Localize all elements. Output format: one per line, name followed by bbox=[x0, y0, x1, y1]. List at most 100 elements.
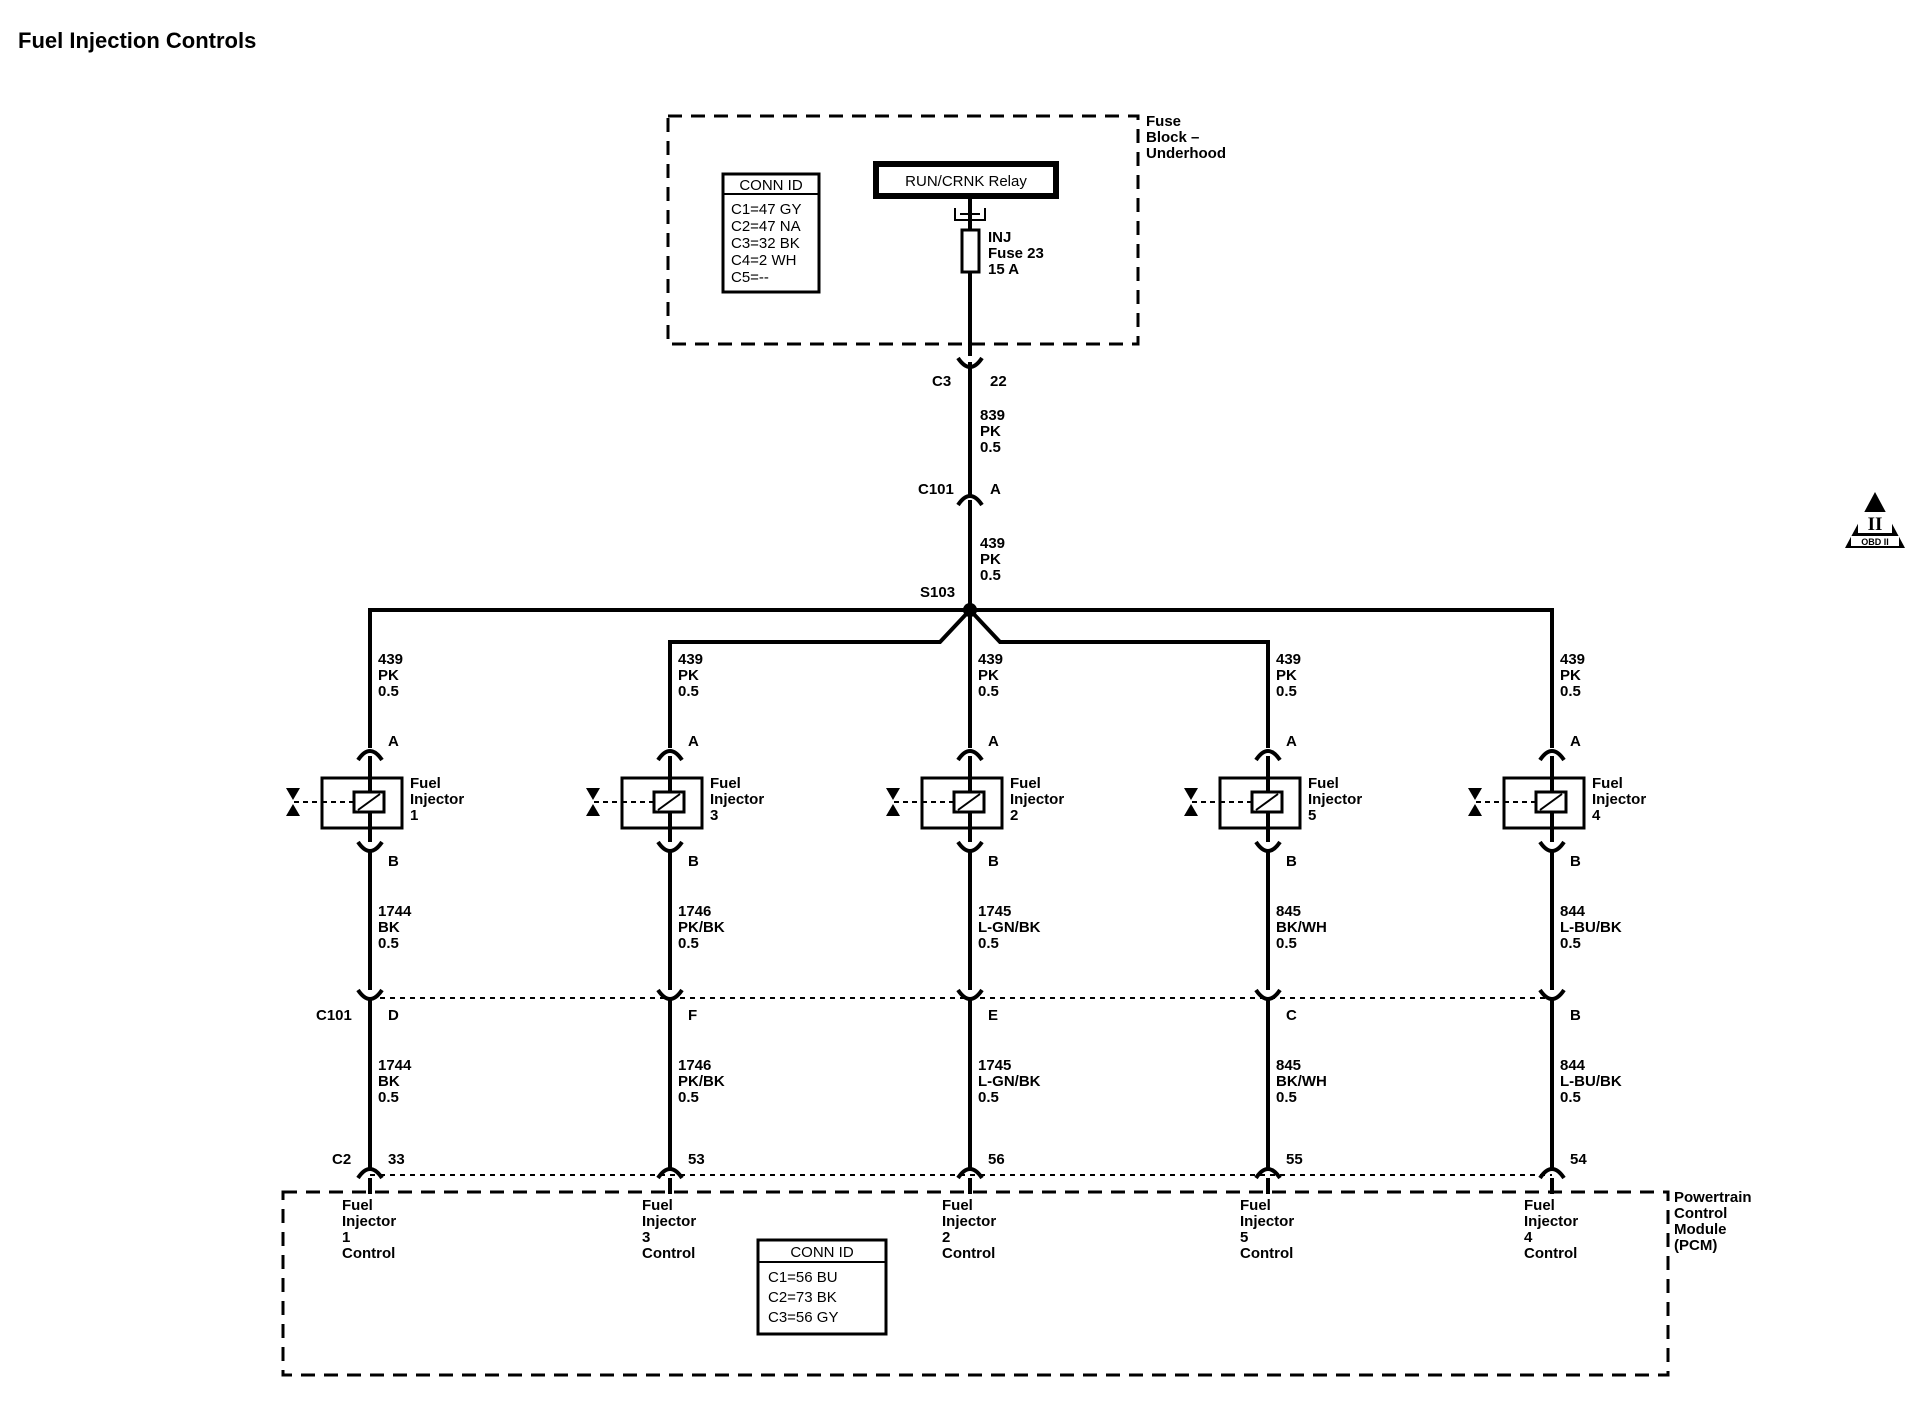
page-title: Fuel Injection Controls bbox=[18, 28, 256, 53]
pcm-c2-connector-label: C2 bbox=[332, 1151, 351, 1168]
injector-pin-a-connector bbox=[656, 749, 684, 762]
obd-ii-badge: II OBD II bbox=[1845, 492, 1905, 548]
c101-pin-label: E bbox=[988, 1007, 998, 1024]
injector-pin-a-connector bbox=[1538, 749, 1566, 762]
pcm-c2-pin-connector bbox=[956, 1167, 984, 1180]
c101-pin-connector bbox=[1254, 988, 1282, 1001]
pin-a-label: A bbox=[988, 733, 999, 750]
pin-a-label: A bbox=[1570, 733, 1581, 750]
pcm-conn-id-entry: C3=56 GY bbox=[768, 1309, 838, 1326]
pcm-pin-label: 33 bbox=[388, 1151, 405, 1168]
pin-a-label: A bbox=[388, 733, 399, 750]
pin-b-label: B bbox=[688, 853, 699, 870]
obd-badge-text: OBD II bbox=[1861, 537, 1889, 547]
conn-id-entry: C3=32 BK bbox=[731, 235, 800, 252]
pcm-conn-id-entry: C1=56 BU bbox=[768, 1269, 838, 1286]
c101-lower-connector-label: C101 bbox=[316, 1007, 352, 1024]
injector-pin-b-connector bbox=[656, 840, 684, 853]
pcm-conn-id-title: CONN ID bbox=[790, 1244, 854, 1261]
injector-pin-b-connector bbox=[356, 840, 384, 853]
injector-nozzle-icon bbox=[286, 788, 300, 800]
fuse-label: INJ Fuse 23 15 A bbox=[988, 229, 1048, 278]
wire-439-feed-label: 439 PK 0.5 bbox=[980, 535, 1009, 584]
pcm-pin-label: 56 bbox=[988, 1151, 1005, 1168]
injector-nozzle-icon bbox=[586, 788, 600, 800]
c101-pin-label: F bbox=[688, 1007, 697, 1024]
conn-id-title: CONN ID bbox=[739, 177, 803, 194]
fuse-block-label: Fuse Block – Underhood bbox=[1146, 113, 1226, 162]
c101-feed-connector-label: C101 bbox=[918, 481, 954, 498]
injector-pin-a-connector bbox=[356, 749, 384, 762]
pcm-conn-id-entry: C2=73 BK bbox=[768, 1289, 837, 1306]
c101-pin-label: B bbox=[1570, 1007, 1581, 1024]
pin-a-label: A bbox=[1286, 733, 1297, 750]
pcm-c2-pin-connector bbox=[356, 1167, 384, 1180]
injector-nozzle-icon bbox=[886, 788, 900, 800]
conn-id-entry: C4=2 WH bbox=[731, 252, 796, 269]
injector-pin-a-connector bbox=[1254, 749, 1282, 762]
c101-feed-connector-symbol bbox=[956, 494, 984, 507]
splice-s103-label: S103 bbox=[920, 584, 955, 601]
conn-id-entry: C5=-- bbox=[731, 269, 769, 286]
pcm-outline bbox=[281, 1190, 1670, 1377]
wire-839-label: 839 PK 0.5 bbox=[980, 407, 1009, 456]
pcm-pin-label: 55 bbox=[1286, 1151, 1303, 1168]
c3-connector-label: C3 bbox=[932, 373, 951, 390]
pcm-c2-pin-connector bbox=[1254, 1167, 1282, 1180]
pcm-label: Powertrain Control Module (PCM) bbox=[1674, 1189, 1756, 1254]
c3-pin-label: 22 bbox=[990, 373, 1007, 390]
c101-pin-label: C bbox=[1286, 1007, 1297, 1024]
pcm-conn-id-table: CONN ID C1=56 BU C2=73 BK C3=56 GY bbox=[756, 1238, 888, 1336]
pcm-c2-pin-connector bbox=[1538, 1167, 1566, 1180]
pin-a-label: A bbox=[688, 733, 699, 750]
relay-label: RUN/CRNK Relay bbox=[905, 173, 1027, 190]
injector-pin-b-connector bbox=[956, 840, 984, 853]
c101-feed-pin-label: A bbox=[990, 481, 1001, 498]
injector-pin-b-connector bbox=[1538, 840, 1566, 853]
c101-pin-label: D bbox=[388, 1007, 399, 1024]
fuse-block-conn-id-table: CONN ID C1=47 GY C2=47 NA C3=32 BK C4=2 … bbox=[721, 172, 821, 294]
pin-b-label: B bbox=[1286, 853, 1297, 870]
distribution-wires bbox=[368, 607, 1554, 748]
obd-badge-roman: II bbox=[1868, 514, 1883, 535]
injector-nozzle-icon bbox=[1468, 788, 1482, 800]
injector-pin-a-connector bbox=[956, 749, 984, 762]
run-crnk-relay: RUN/CRNK Relay bbox=[873, 161, 1059, 199]
inj-fuse bbox=[954, 196, 986, 356]
injector-pin-b-connector bbox=[1254, 840, 1282, 853]
injector-nozzle-icon bbox=[1184, 788, 1198, 800]
conn-id-entry: C1=47 GY bbox=[731, 201, 801, 218]
pcm-pin-label: 53 bbox=[688, 1151, 705, 1168]
